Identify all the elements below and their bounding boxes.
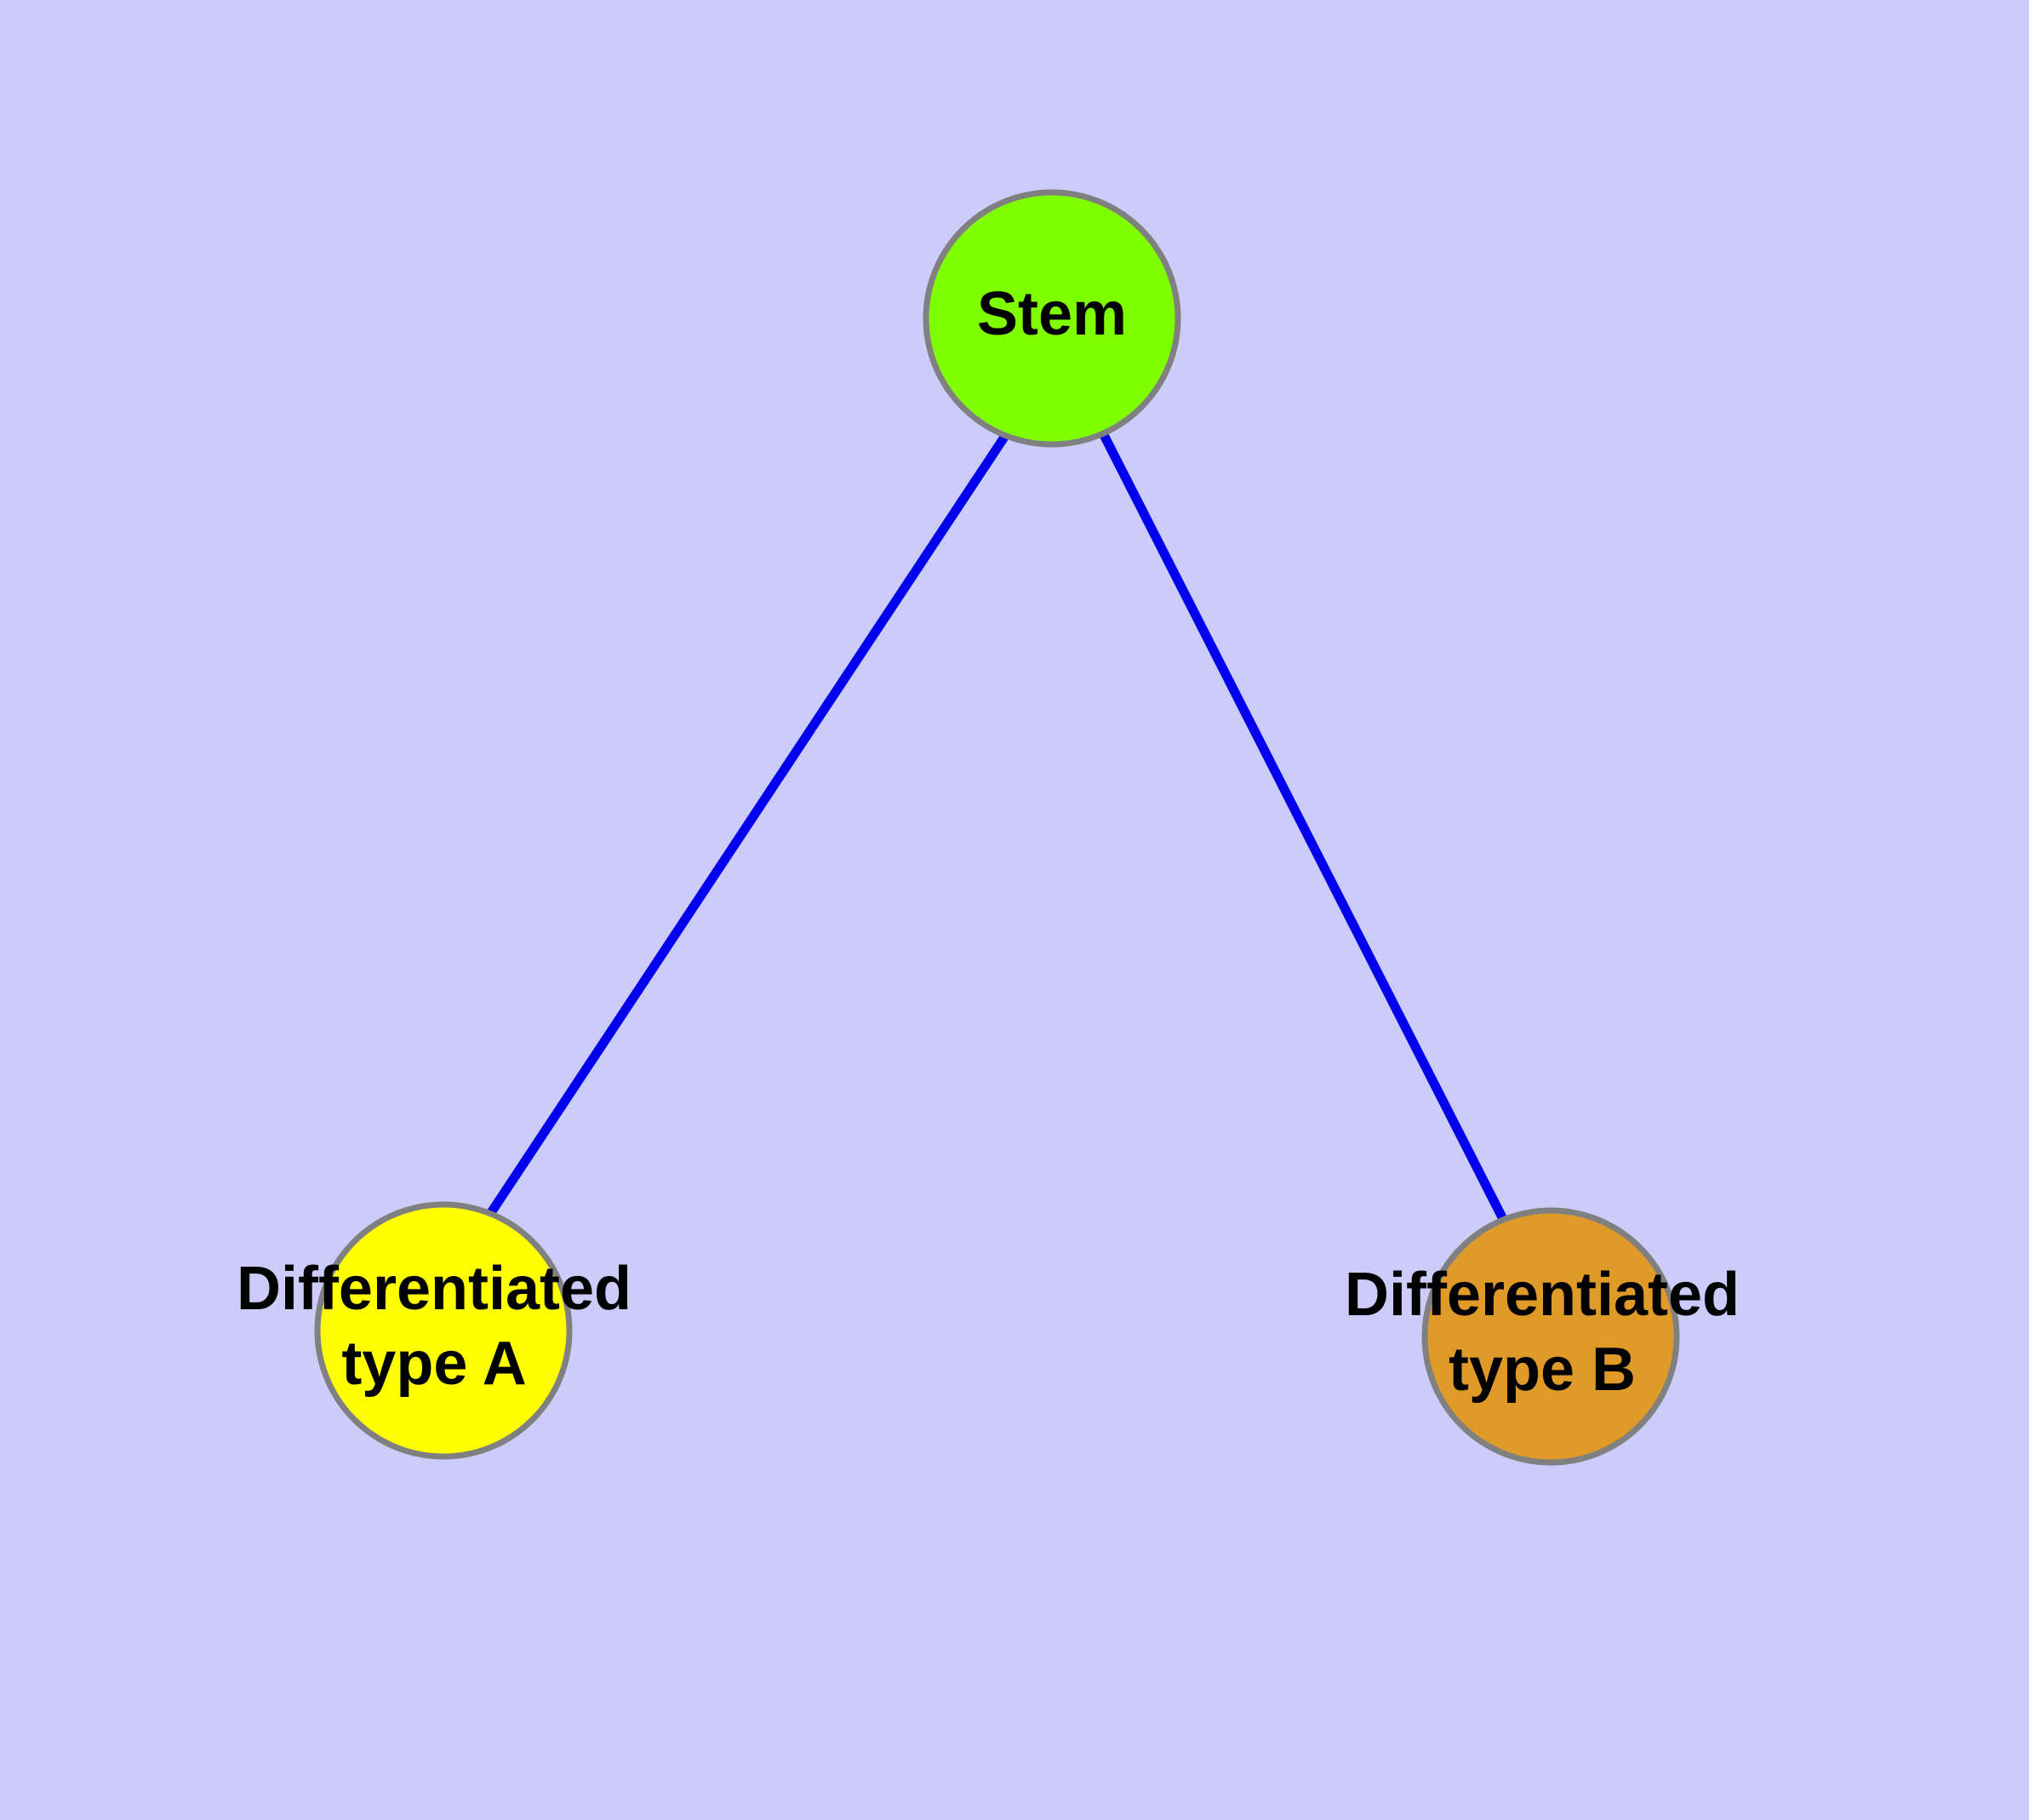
node-diff-b-circle[interactable]	[1421, 1207, 1680, 1466]
edges-layer	[486, 432, 1506, 1220]
node-diff-b[interactable]	[1421, 1207, 1680, 1466]
labels-layer: Stem Differentiated type A Differentiated…	[237, 280, 1740, 1404]
edge-stem-to-diff-b[interactable]	[1100, 432, 1506, 1220]
label-line: Differentiated	[1345, 1261, 1740, 1329]
label-line: type A	[341, 1330, 526, 1398]
node-stem[interactable]	[923, 189, 1181, 448]
nodes-layer	[314, 189, 1680, 1466]
node-stem-circle[interactable]	[923, 189, 1181, 448]
label-line: type B	[1449, 1336, 1636, 1404]
node-diff-b-label: Differentiated type B	[1345, 1261, 1740, 1404]
edge-stem-to-diff-a[interactable]	[486, 432, 1009, 1217]
label-line: Stem	[977, 280, 1127, 348]
node-diff-a-label: Differentiated type A	[237, 1255, 632, 1398]
node-diff-a-circle[interactable]	[314, 1201, 573, 1460]
node-stem-label: Stem	[977, 280, 1127, 348]
node-diff-a[interactable]	[314, 1201, 573, 1460]
label-line: Differentiated	[237, 1255, 632, 1323]
